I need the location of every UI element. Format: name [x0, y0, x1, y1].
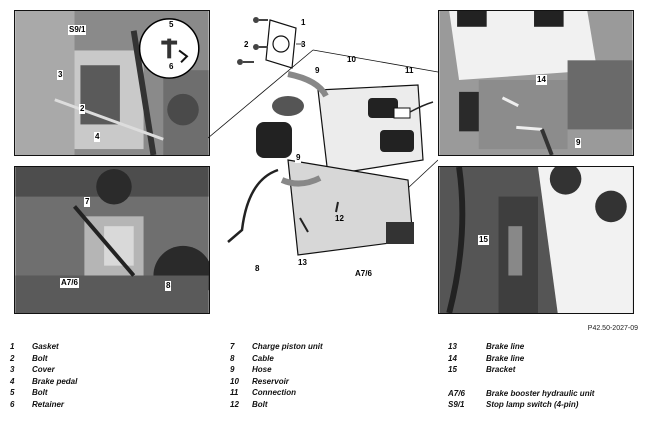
legend-text: Bracket [486, 365, 516, 374]
legend-text: Charge piston unit [252, 342, 323, 351]
legend-text: Cover [32, 365, 55, 374]
legend-text: Retainer [32, 399, 65, 409]
legend-row: 1 Gasket [10, 341, 77, 353]
charge-piston-image [15, 167, 209, 313]
callout-tl-2: 2 [79, 104, 86, 114]
photo-bracket [438, 166, 634, 314]
callout-center-a7-6: A7/6 [355, 269, 372, 278]
legend-number: 14 [448, 353, 457, 363]
legend-row: 10 Reservoir [230, 376, 323, 388]
legend-number: 9 [230, 365, 235, 374]
legend-row: 7 Charge piston unit [230, 341, 323, 353]
legend-row: 2 Bolt [10, 353, 77, 365]
legend-number: 15 [448, 365, 457, 374]
legend-text: Brake line [486, 353, 525, 363]
legend-row: A7/6 Brake booster hydraulic unit [448, 388, 594, 400]
callout-bl-7: 7 [84, 197, 91, 207]
photo-charge-piston [14, 166, 210, 314]
legend-row: 9 Hose [230, 364, 323, 376]
legend-text: Gasket [32, 342, 59, 351]
callout-center-3: 3 [301, 40, 306, 49]
callout-tr-14: 14 [536, 75, 547, 85]
legend-number: 8 [230, 353, 235, 363]
legend-row: 11 Connection [230, 387, 323, 399]
legend-text: Hose [252, 365, 272, 374]
center-exploded-diagram [208, 10, 438, 285]
callout-center-13: 13 [298, 258, 307, 267]
legend-number: 5 [10, 388, 15, 397]
legend-row: 8 Cable [230, 353, 323, 365]
legend-spacer [448, 376, 594, 388]
legend-text: Connection [252, 388, 296, 397]
callout-center-9-top: 9 [315, 66, 320, 75]
legend-number: 1 [10, 342, 15, 351]
callout-center-2: 2 [244, 40, 249, 49]
legend-text: Bolt [32, 353, 48, 363]
callout-center-9-mid: 9 [295, 153, 302, 163]
callout-center-1: 1 [301, 18, 306, 27]
callout-tl-3: 3 [57, 70, 64, 80]
legend-number: 2 [10, 353, 15, 363]
legend-number: 7 [230, 342, 235, 351]
brake-booster-unit-drawing [208, 17, 438, 256]
callout-center-8: 8 [255, 264, 260, 273]
legend-text: Reservoir [252, 376, 289, 386]
legend-text: Cable [252, 353, 274, 363]
legend-row: 12 Bolt [230, 399, 323, 411]
callout-center-12: 12 [335, 214, 344, 223]
legend-text: Brake booster hydraulic unit [486, 388, 595, 398]
legend-text: Bolt [32, 388, 48, 397]
legend-row: 4 Brake pedal [10, 376, 77, 388]
legend-row: 14 Brake line [448, 353, 594, 365]
callout-tl-s9-1: S9/1 [68, 25, 87, 35]
legend-text: Brake line [486, 342, 525, 351]
legend-row: 6 Retainer [10, 399, 77, 411]
bracket-image [439, 167, 633, 313]
legend-row: S9/1 Stop lamp switch (4-pin) [448, 399, 594, 411]
legend-row: 3 Cover [10, 364, 77, 376]
legend-number: 11 [230, 388, 239, 397]
pedal-area-image [15, 11, 209, 155]
callout-center-10: 10 [347, 55, 356, 64]
legend-text: Stop lamp switch (4-pin) [486, 400, 579, 409]
callout-bl-a7-6: A7/6 [60, 278, 79, 288]
callout-tl-4: 4 [94, 132, 101, 142]
callout-tr-9: 9 [575, 138, 582, 148]
legend-row: 13 Brake line [448, 341, 594, 353]
figure-code: P42.50-2027-09 [587, 325, 638, 332]
legend-text: Bolt [252, 399, 268, 409]
legend-number: A7/6 [448, 388, 465, 398]
legend-number: 13 [448, 342, 457, 351]
legend-number: S9/1 [448, 400, 465, 409]
legend-number: 10 [230, 376, 239, 386]
callout-br-15: 15 [478, 235, 489, 245]
callout-tl-6: 6 [169, 62, 174, 71]
photo-pedal-area [14, 10, 210, 156]
legend-row: 15 Bracket [448, 364, 594, 376]
callout-center-11: 11 [405, 66, 414, 75]
legend-number: 3 [10, 365, 15, 374]
legend-number: 4 [10, 376, 15, 386]
legend-number: 12 [230, 399, 239, 409]
legend-row: 5 Bolt [10, 387, 77, 399]
legend-text: Brake pedal [32, 376, 78, 386]
legend-number: 6 [10, 399, 15, 409]
callout-tl-5: 5 [169, 20, 174, 29]
callout-bl-8: 8 [165, 281, 172, 291]
legend-column-2: 7 Charge piston unit 8 Cable 9 Hose 10 Reservoi… [230, 341, 323, 410]
